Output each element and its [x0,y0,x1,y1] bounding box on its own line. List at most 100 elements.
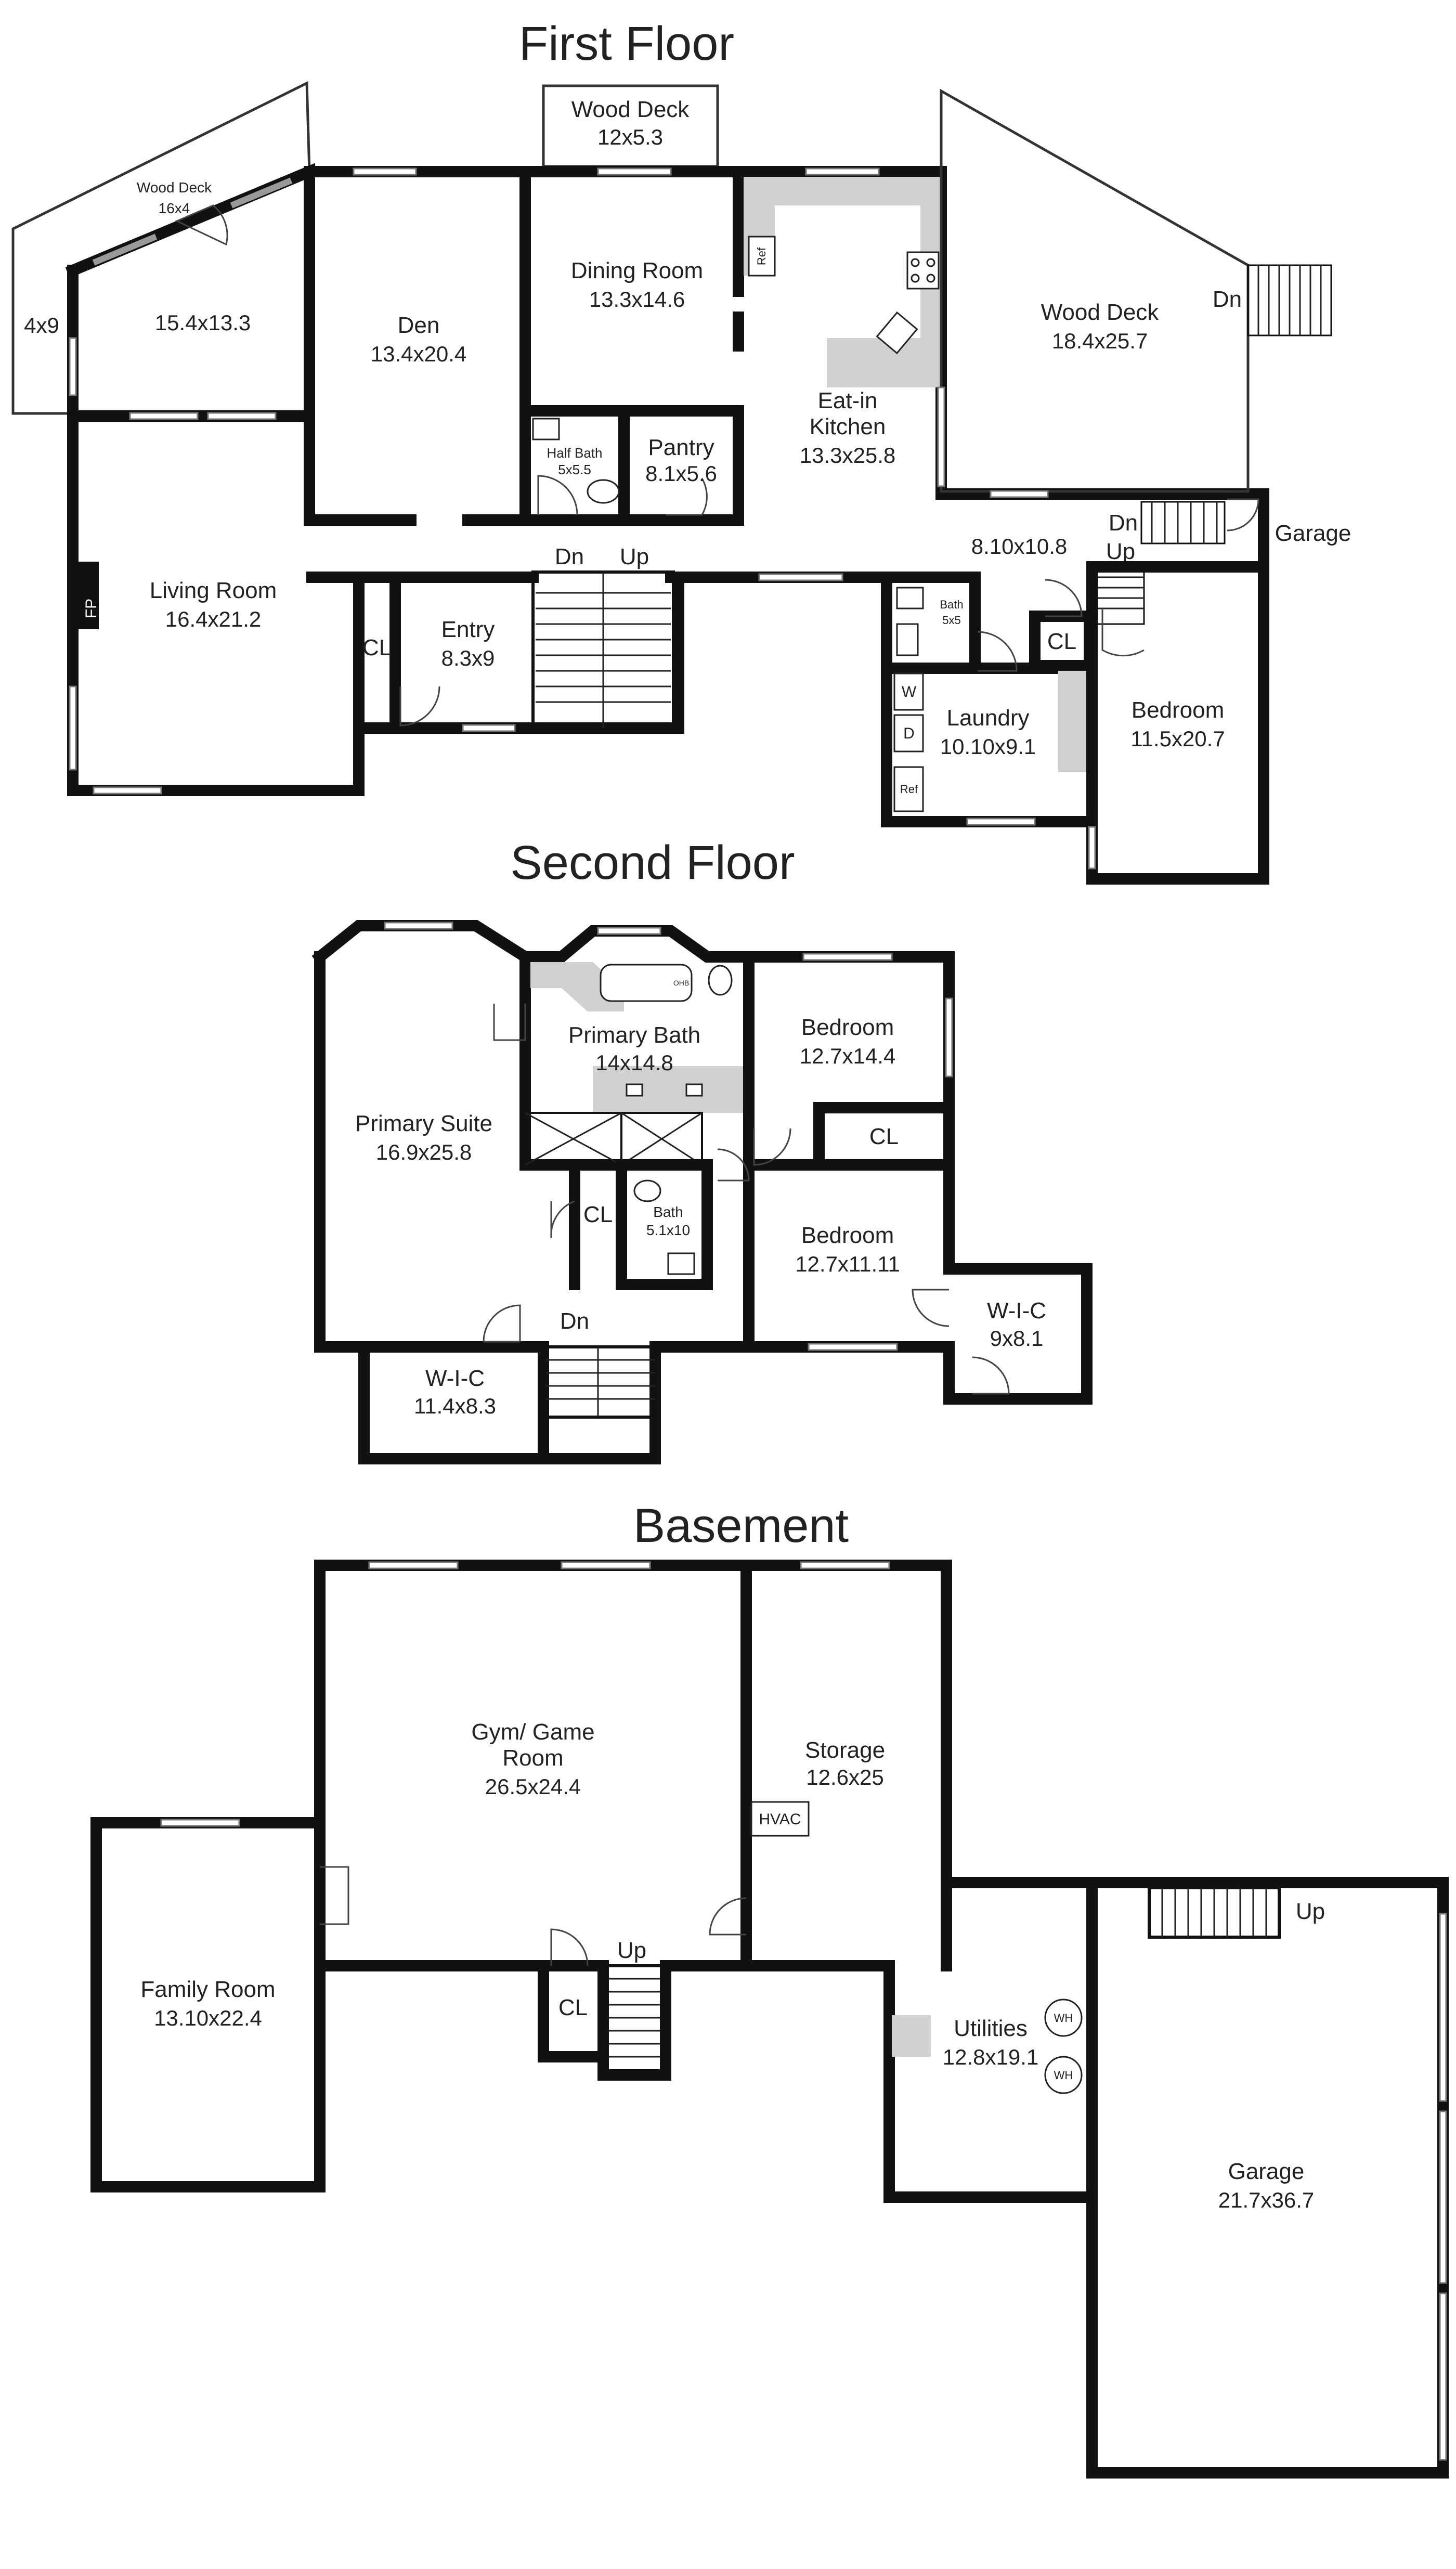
window [945,997,953,1078]
mudroom-dim: 8.10x10.8 [971,534,1068,559]
wic-1-dim: 11.4x8.3 [414,1394,496,1418]
second-bath-name: Bath [653,1204,683,1220]
garage-name: Garage [1228,2159,1305,2184]
water-heater-1 [1044,1999,1083,2037]
window [561,1561,651,1569]
half-bath-toilet [587,479,620,504]
gym-name-1: Gym/ Game [471,1719,594,1745]
shower-1-x [525,1112,622,1166]
garage-dn-label: Dn [1109,510,1138,536]
fireplace [73,562,99,629]
second-floor-stair-treads [546,1359,655,1400]
mud-stair-2-treads [1097,576,1144,609]
basement-exterior [314,1560,1449,2479]
window [808,1343,898,1351]
tub-label: OHB [673,979,689,987]
door-swing [175,204,228,246]
dining-name: Dining Room [571,258,703,283]
mud-stair-2 [1096,566,1145,625]
den-south-wall [304,410,417,526]
garage-dim: 21.7x36.7 [1218,2188,1315,2212]
cooktop-burner [926,274,935,283]
window [1088,826,1096,870]
primary-suite-dim: 16.9x25.8 [376,1140,472,1164]
hvac-unit [750,1801,810,1837]
wood-deck-top-name: Wood Deck [571,97,690,122]
living-dim: 16.4x21.2 [165,607,262,631]
first-floor-bedroom-dim: 11.5x20.7 [1130,726,1225,751]
wood-deck-right-dim: 18.4x25.7 [1052,329,1148,353]
primary-bath-name: Primary Bath [568,1022,700,1048]
door-swing [1101,608,1145,657]
second-floor-stair [544,1345,657,1419]
living-entry-wall [306,572,365,734]
small-bath-sink [896,623,919,656]
window [800,1561,890,1569]
dryer [893,714,924,752]
window [230,177,293,209]
kitchen-cooktop [906,251,940,290]
kitchen-fridge [748,236,776,277]
first-floor: First Floor Wood Deck 16x4 15.4x13.3 4x9… [11,17,1351,885]
washer [893,672,924,711]
hvac-label: HVAC [759,1811,801,1828]
small-bath-dim: 5x5 [942,614,960,627]
primary-bath-toilet [708,965,733,996]
dryer-label: D [903,725,915,742]
entry-dim: 8.3x9 [441,646,495,670]
utilities-dim: 12.8x19.1 [943,2045,1039,2069]
primary-suite-name: Primary Suite [355,1111,492,1136]
den-name: Den [398,313,440,338]
door-swing [972,1356,1010,1395]
first-floor-bedroom-walls [1086,561,1269,885]
window [92,233,158,266]
window [93,786,162,795]
laundry-name: Laundry [946,705,1029,731]
primary-bath-dim: 14x14.8 [595,1050,673,1075]
door-swing [399,686,440,726]
kitchen-island [827,338,936,387]
laundry-counter [1058,671,1089,772]
window [597,167,672,176]
pantry-name: Pantry [648,435,714,460]
second-bath-dim: 5.1x10 [646,1222,690,1238]
deck-stair-treads [1257,265,1322,335]
first-floor-title: First Floor [519,17,734,70]
stair-up-label: Up [620,544,649,569]
water-heater-2-label: WH [1054,2069,1073,2082]
cooktop-burner [926,258,935,267]
basement-up-label: Up [617,1938,646,1963]
gym-name-2: Room [502,1745,563,1771]
basement-closet-label: CL [558,1995,588,2020]
window [69,685,77,771]
window [805,167,880,176]
entry-closet-label: CL [362,635,392,660]
door-swing [912,1289,950,1327]
small-bath-toilet [896,587,924,609]
wood-deck-left-outline [11,81,311,418]
primary-bath-vanity [593,1066,749,1113]
kitchen-dim: 13.3x25.8 [800,443,896,468]
bedroom-1-name: Bedroom [801,1015,894,1040]
laundry-ref-label: Ref [900,783,918,796]
basement-stair-treads [608,1978,660,2058]
family-room-walls [90,1817,326,2192]
washer-label: W [902,683,917,700]
door-swing [493,1004,526,1041]
vanity-sink [685,1083,703,1097]
second-bath-sink [667,1252,695,1275]
door-swing [550,1928,589,1966]
water-heater-1-label: WH [1054,2012,1073,2025]
garage-up-label: Up [1106,539,1135,564]
window [368,1561,459,1569]
utilities-fixture [892,2015,931,2057]
laundry-dim: 10.10x9.1 [940,734,1036,759]
second-bath-toilet [633,1179,661,1202]
pantry-dim: 8.1x5.6 [645,461,717,486]
water-heater-2 [1044,2056,1083,2094]
deck-small-dim: 4x9 [24,313,59,338]
second-floor-title: Second Floor [510,836,795,889]
window [990,490,1049,498]
entry-name: Entry [441,617,495,642]
mudroom-closet-label: CL [1047,629,1076,654]
